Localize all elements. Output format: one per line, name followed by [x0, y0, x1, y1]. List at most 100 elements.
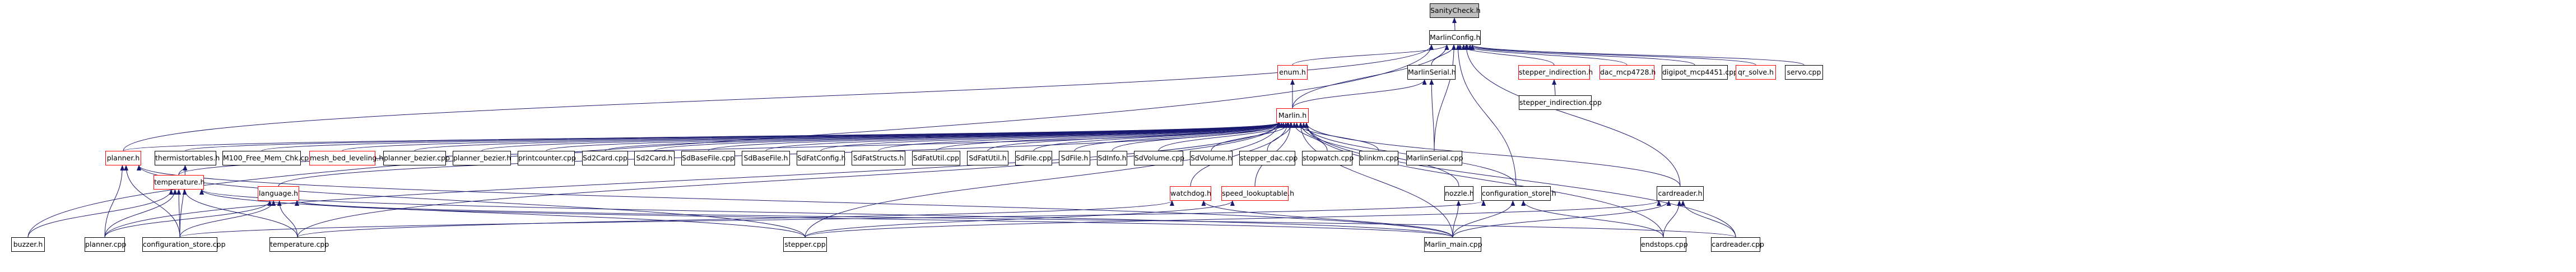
- node-mesh-bed-leveling-h[interactable]: mesh_bed_leveling.h: [309, 151, 383, 165]
- edge-marlin_main-to-language: [295, 200, 1453, 238]
- edge-thermistortables-to-marlin_h: [185, 122, 1281, 151]
- edge-watchdog-to-marlin_h: [1190, 122, 1290, 187]
- node-digipot-mcp4451-cpp[interactable]: digipot_mcp4451.cpp: [1662, 65, 1738, 80]
- node-planner-bezier-h[interactable]: planner_bezier.h: [453, 151, 511, 165]
- edge-sdfatstructs-to-marlin_h: [878, 122, 1281, 151]
- edge-cardreader_h-to-marlinconfig: [1464, 44, 1681, 187]
- node-marlinserial-h[interactable]: MarlinSerial.h: [1407, 65, 1456, 80]
- edge-stepper_cpp-to-planner_h: [137, 165, 806, 238]
- node-temperature-h[interactable]: temperature.h: [154, 175, 204, 190]
- edge-marlinserial_cpp-to-marlinconfig: [1434, 44, 1457, 151]
- node-nozzle-h[interactable]: nozzle.h: [1444, 186, 1474, 201]
- node-printcounter-cpp[interactable]: printcounter.cpp: [518, 151, 576, 165]
- node-marlinserial-cpp[interactable]: MarlinSerial.cpp: [1406, 151, 1463, 165]
- node-m100-free-mem-chk-cpp[interactable]: M100_Free_Mem_Chk.cpp: [222, 151, 313, 165]
- node-marlin-h[interactable]: Marlin.h: [1276, 108, 1309, 123]
- edge-endstops-to-marlin_h: [1304, 122, 1664, 238]
- node-sdinfo-h[interactable]: SdInfo.h: [1097, 151, 1127, 165]
- node-marlin-main-cpp[interactable]: Marlin_main.cpp: [1424, 237, 1482, 252]
- edge-temperature_cpp-to-marlin_h: [297, 122, 1281, 238]
- edge-cardreader_cpp-to-cardreader_h: [1680, 200, 1736, 238]
- edge-planner_h-to-marlinconfig: [123, 44, 1434, 151]
- node-planner-h[interactable]: planner.h: [105, 151, 141, 165]
- edge-marlin_h-to-marlinserial_h: [1292, 79, 1427, 109]
- node-blinkm-cpp[interactable]: blinkm.cpp: [1359, 151, 1398, 165]
- node-sd2card-cpp[interactable]: Sd2Card.cpp: [582, 151, 628, 165]
- node-sdfatutil-cpp[interactable]: SdFatUtil.cpp: [912, 151, 960, 165]
- edge-stepper_indirection_cpp-to-stepper_indirection_h: [1552, 79, 1557, 96]
- edge-sdbasefile_h-to-marlin_h: [765, 122, 1281, 151]
- node-sanitycheck-h: SanityCheck.h: [1430, 3, 1481, 18]
- edge-printcounter-to-marlin_h: [546, 122, 1281, 151]
- node-buzzer-h[interactable]: buzzer.h: [11, 237, 45, 252]
- node-sdvolume-cpp[interactable]: SdVolume.cpp: [1134, 151, 1184, 165]
- node-sdfile-h[interactable]: SdFile.h: [1059, 151, 1090, 165]
- edge-configuration_store_cpp-to-planner_h: [124, 165, 180, 238]
- node-watchdog-h[interactable]: watchdog.h: [1170, 186, 1211, 201]
- node-sd2card-h[interactable]: Sd2Card.h: [634, 151, 675, 165]
- edge-servo-to-marlinconfig: [1470, 44, 1805, 66]
- node-thermistortables-h[interactable]: thermistortables.h: [155, 151, 220, 165]
- node-sdvolume-h[interactable]: SdVolume.h: [1190, 151, 1233, 165]
- edge-planner_cpp-to-planner_h: [104, 165, 125, 238]
- edge-sdfile_cpp-to-marlin_h: [1033, 122, 1282, 151]
- edge-digipot_mcp4451-to-marlinconfig: [1464, 44, 1695, 66]
- node-sdfile-cpp[interactable]: SdFile.cpp: [1015, 151, 1052, 165]
- edge-sdfile_h-to-marlin_h: [1074, 122, 1284, 151]
- edge-buzzer-to-marlinconfig: [27, 44, 1434, 238]
- node-dac-mcp4728-h[interactable]: dac_mcp4728.h: [1599, 65, 1656, 80]
- edge-marlin_main-to-configuration_store_h: [1452, 200, 1515, 238]
- node-speed-lookuptable-h[interactable]: speed_lookuptable.h: [1221, 186, 1294, 201]
- node-servo-cpp[interactable]: servo.cpp: [1785, 65, 1823, 80]
- edge-cardreader_h-to-marlin_h: [1304, 122, 1681, 187]
- node-configuration-store-cpp[interactable]: configuration_store.cpp: [142, 237, 226, 252]
- edge-stopwatch-to-marlin_h: [1292, 122, 1328, 151]
- node-configuration-store-h[interactable]: configuration_store.h: [1481, 186, 1556, 201]
- edge-configuration_store_h-to-marlinconfig: [1456, 44, 1517, 187]
- node-stepper-indirection-h[interactable]: stepper_indirection.h: [1518, 65, 1593, 80]
- edge-marlinconfig-to-sanitycheck: [1452, 17, 1457, 31]
- node-temperature-cpp[interactable]: temperature.cpp: [269, 237, 329, 252]
- edge-cardreader_cpp-to-marlin_h: [1304, 122, 1736, 238]
- edge-planner_cpp-to-language: [104, 200, 272, 238]
- node-stepper-cpp[interactable]: stepper.cpp: [783, 237, 827, 252]
- edge-temperature_cpp-to-language: [277, 200, 298, 238]
- node-sdfatstructs-h[interactable]: SdFatStructs.h: [852, 151, 905, 165]
- node-sdfatconfig-h[interactable]: SdFatConfig.h: [797, 151, 845, 165]
- node-language-h[interactable]: language.h: [258, 186, 299, 201]
- edge-planner_cpp-to-marlin_h: [104, 122, 1281, 238]
- node-stepper-dac-cpp[interactable]: stepper_dac.cpp: [1239, 151, 1298, 165]
- edge-sdfatutil_cpp-to-marlin_h: [936, 122, 1281, 151]
- edge-marlin_main-to-cardreader_h: [1452, 200, 1671, 238]
- node-planner-bezier-cpp[interactable]: planner_bezier.cpp: [383, 151, 450, 165]
- node-planner-cpp[interactable]: planner.cpp: [85, 237, 126, 252]
- node-stepper-indirection-cpp[interactable]: stepper_indirection.cpp: [1519, 95, 1602, 110]
- edge-stepper_cpp-to-marlin_h: [805, 122, 1281, 238]
- node-endstops-cpp[interactable]: endstops.cpp: [1640, 237, 1688, 252]
- node-enum-h[interactable]: enum.h: [1277, 65, 1308, 80]
- edge-qr_solve-to-marlinconfig: [1468, 44, 1756, 66]
- edge-marlin_main-to-nozzle: [1452, 200, 1461, 238]
- node-sdbasefile-h[interactable]: SdBaseFile.h: [742, 151, 790, 165]
- edge-marlin_main-to-marlin_h: [1298, 122, 1453, 238]
- edge-stepper_cpp-to-speed_lookuptable: [805, 200, 1235, 238]
- edge-configuration_store_cpp-to-language: [179, 200, 276, 238]
- edge-stepper_cpp-to-cardreader_h: [805, 200, 1661, 238]
- node-sdfatutil-h[interactable]: SdFatUtil.h: [967, 151, 1008, 165]
- node-marlinconfig-h[interactable]: MarlinConfig.h: [1429, 30, 1481, 45]
- edge-endstops-to-cardreader_h: [1663, 200, 1682, 238]
- edge-marlin_main-to-watchdog: [1201, 200, 1453, 238]
- node-cardreader-h[interactable]: cardreader.h: [1657, 186, 1704, 201]
- edge-marlinserial_h-to-marlinconfig: [1431, 44, 1456, 66]
- node-sdbasefile-cpp[interactable]: SdBaseFile.cpp: [681, 151, 735, 165]
- edge-temperature_cpp-to-watchdog: [297, 200, 1174, 238]
- edge-stepper_cpp-to-temperature_h: [199, 189, 806, 238]
- node-cardreader-cpp[interactable]: cardreader.cpp: [1711, 237, 1764, 252]
- edge-marlinserial_cpp-to-marlinserial_h: [1429, 79, 1435, 151]
- edge-configuration_store_cpp-to-temperature_h: [176, 189, 182, 238]
- edge-planner_cpp-to-temperature_h: [104, 189, 178, 238]
- node-stopwatch-cpp[interactable]: stopwatch.cpp: [1302, 151, 1354, 165]
- node-qr-solve-h[interactable]: qr_solve.h: [1736, 65, 1776, 80]
- edge-dac_mcp4728-to-marlinconfig: [1461, 44, 1628, 66]
